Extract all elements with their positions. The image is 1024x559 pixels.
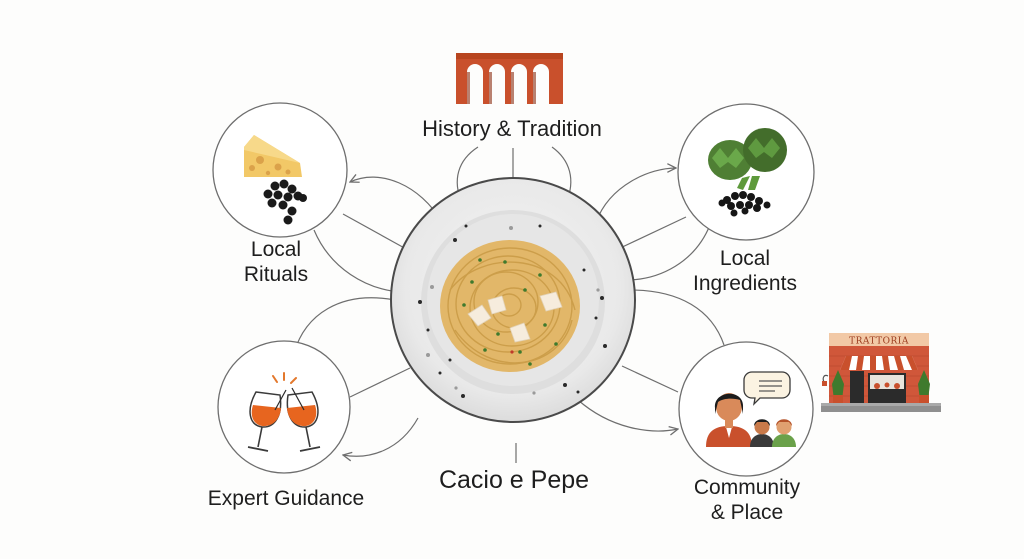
node-label-community-line2: & Place [710,500,784,524]
node-community-circle [678,341,814,477]
trattoria-sign: TRATTORIA [849,337,909,347]
node-expert-circle [217,340,351,474]
node-label-rituals-line1: Local [250,238,302,261]
center-label: Cacio e Pepe [438,466,590,494]
node-label-rituals: Local Rituals [206,238,346,288]
node-label-history: History & Tradition [422,116,602,141]
node-label-community: Community & Place [662,476,832,526]
trattoria-storefront-icon: TRATTORIA [821,333,941,412]
pasta-plate-icon [390,177,636,423]
node-label-ingredients-line2: Ingredients [693,271,797,295]
node-label-ingredients: Local Ingredients [660,247,830,297]
aqueduct-arches-icon [456,53,563,104]
cheese-and-peppercorns-icon [244,135,307,225]
node-label-community-line1: Community [693,476,801,499]
wine-toast-icon [247,372,321,452]
people-speech-bubble-icon [706,371,796,447]
node-label-rituals-line2: Rituals [243,262,309,286]
connectors [293,146,725,463]
node-label-expert: Expert Guidance [207,487,365,510]
artichokes-and-peppercorns-icon [708,128,787,217]
node-label-ingredients-line1: Local [719,247,771,270]
